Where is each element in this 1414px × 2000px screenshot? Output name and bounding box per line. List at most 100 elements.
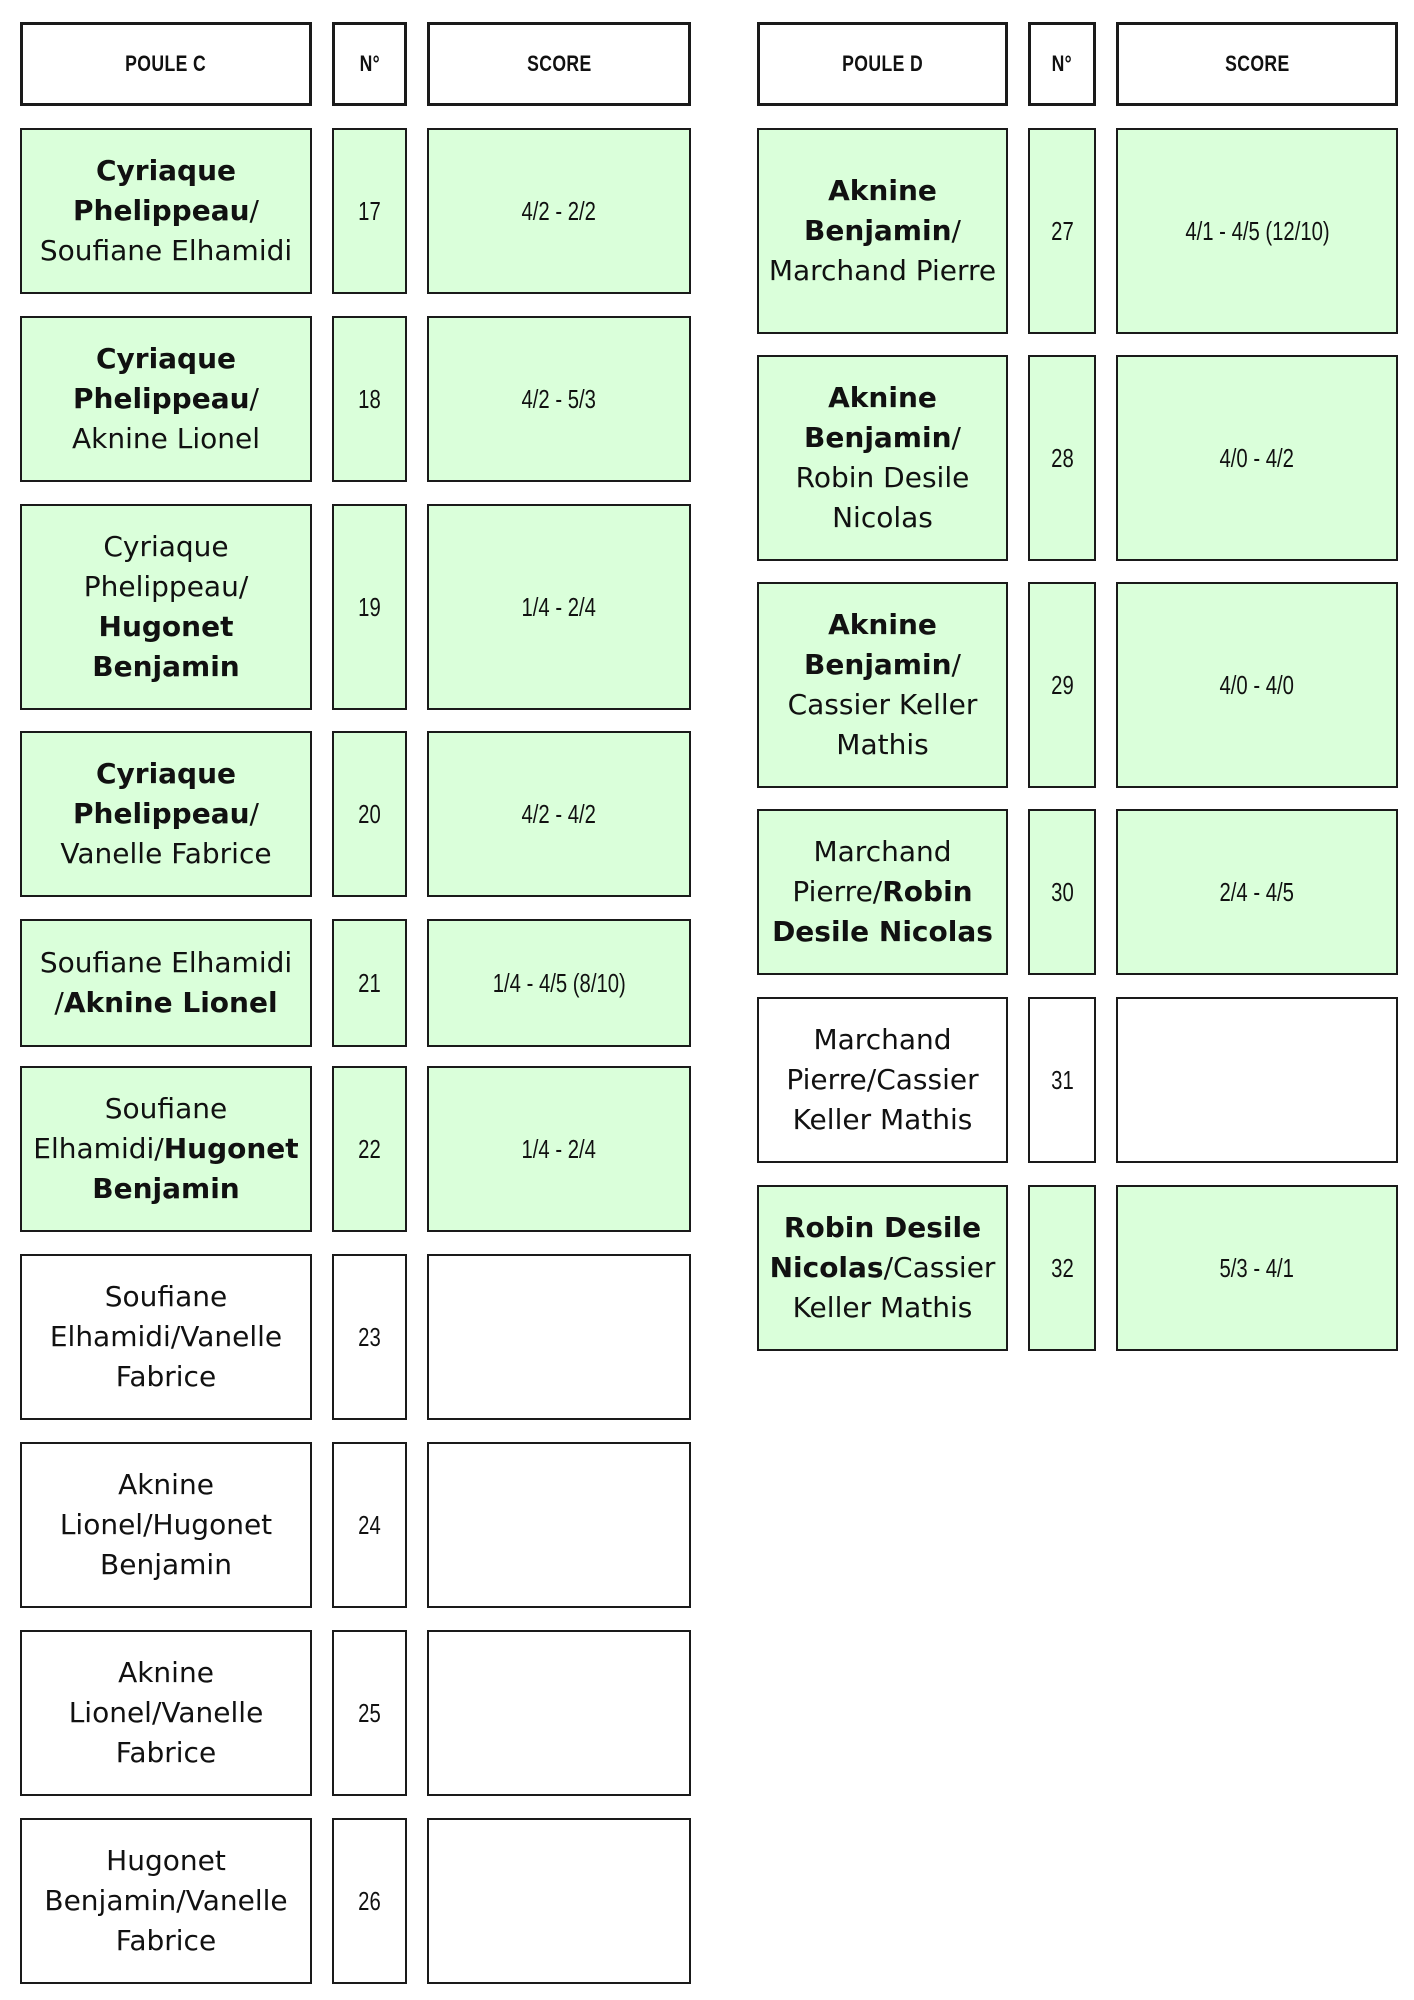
match-number-text: 21 (358, 967, 381, 998)
match-number-text: 17 (358, 195, 381, 226)
match-score-text: 1/4 - 4/5 (8/10) (492, 967, 626, 998)
match-number-text: 32 (1050, 1252, 1074, 1283)
player-name: / Cassier Keller Mathis (787, 648, 978, 761)
players-label: Soufiane Elhamidi /Aknine Lionel (30, 943, 302, 1023)
match-number-text: 19 (358, 591, 381, 622)
winner-name: Robin Desile Nicolas (769, 1211, 982, 1284)
match-players-c: Soufiane Elhamidi /Aknine Lionel (20, 919, 312, 1047)
winner-name: Hugonet Benjamin (92, 610, 240, 683)
match-number-c: 22 (332, 1066, 407, 1232)
players-label: Aknine Benjamin/ Robin Desile Nicolas (767, 378, 998, 538)
header-poule-c: POULE C (20, 22, 312, 106)
players-label: Aknine Lionel/Vanelle Fabrice (30, 1653, 302, 1773)
header-score-d: SCORE (1116, 22, 1398, 106)
header-poule-d: POULE D (757, 22, 1008, 106)
match-number-text: 26 (358, 1885, 381, 1916)
winner-name: Aknine Benjamin (804, 174, 952, 247)
match-number-text: 28 (1050, 442, 1074, 473)
match-players-c: Aknine Lionel/Vanelle Fabrice (20, 1630, 312, 1796)
match-number-text: 23 (358, 1321, 381, 1352)
match-score-c: 4/2 - 2/2 (427, 128, 691, 294)
match-score-d: 4/0 - 4/2 (1116, 355, 1398, 561)
player-name: Cyriaque Phelippeau/ (83, 530, 249, 603)
match-players-c: Cyriaque Phelippeau/ Vanelle Fabrice (20, 731, 312, 897)
players-label: Aknine Lionel/Hugonet Benjamin (30, 1465, 302, 1585)
players-label: Soufiane Elhamidi/Hugonet Benjamin (30, 1089, 302, 1209)
winner-name: Cyriaque Phelippeau (73, 342, 250, 415)
match-number-text: 24 (358, 1509, 381, 1540)
match-score-d: 4/1 - 4/5 (12/10) (1116, 128, 1398, 334)
winner-name: Cyriaque Phelippeau (73, 154, 250, 227)
match-score-text: 4/0 - 4/0 (1219, 669, 1295, 700)
match-score-d: 4/0 - 4/0 (1116, 582, 1398, 788)
match-number-c: 17 (332, 128, 407, 294)
match-score-d (1116, 997, 1398, 1163)
match-number-text: 22 (358, 1133, 381, 1164)
match-number-text: 30 (1050, 876, 1074, 907)
match-number-d: 28 (1028, 355, 1096, 561)
player-name: Soufiane Elhamidi/ (33, 1092, 228, 1165)
match-number-c: 25 (332, 1630, 407, 1796)
match-score-text: 4/2 - 2/2 (521, 195, 597, 226)
match-players-d: Marchand Pierre/Cassier Keller Mathis (757, 997, 1008, 1163)
players-label: Soufiane Elhamidi/Vanelle Fabrice (30, 1277, 302, 1397)
match-players-c: Aknine Lionel/Hugonet Benjamin (20, 1442, 312, 1608)
match-number-c: 20 (332, 731, 407, 897)
players-label: Marchand Pierre/Cassier Keller Mathis (767, 1020, 998, 1140)
match-number-c: 19 (332, 504, 407, 710)
match-players-c: Soufiane Elhamidi/Vanelle Fabrice (20, 1254, 312, 1420)
match-number-d: 32 (1028, 1185, 1096, 1351)
match-players-d: Marchand Pierre/Robin Desile Nicolas (757, 809, 1008, 975)
player-name: / Marchand Pierre (768, 214, 997, 287)
winner-name: Aknine Lionel (63, 986, 278, 1019)
match-score-d: 2/4 - 4/5 (1116, 809, 1398, 975)
players-label: Robin Desile Nicolas/Cassier Keller Math… (767, 1208, 998, 1328)
match-players-d: Aknine Benjamin/ Cassier Keller Mathis (757, 582, 1008, 788)
match-number-text: 31 (1050, 1064, 1074, 1095)
match-score-c: 4/2 - 4/2 (427, 731, 691, 897)
player-name: Aknine Lionel/Vanelle Fabrice (68, 1656, 264, 1769)
players-label: Cyriaque Phelippeau/ Vanelle Fabrice (30, 754, 302, 874)
player-name: / Soufiane Elhamidi (39, 194, 293, 267)
match-score-d: 5/3 - 4/1 (1116, 1185, 1398, 1351)
match-players-c: Cyriaque Phelippeau/ Soufiane Elhamidi (20, 128, 312, 294)
match-number-text: 25 (358, 1697, 381, 1728)
player-name: / Aknine Lionel (71, 382, 261, 455)
match-number-c: 18 (332, 316, 407, 482)
match-score-c (427, 1442, 691, 1608)
match-score-c (427, 1254, 691, 1420)
match-number-d: 27 (1028, 128, 1096, 334)
match-score-text: 4/0 - 4/2 (1219, 442, 1295, 473)
match-number-c: 23 (332, 1254, 407, 1420)
match-number-text: 27 (1050, 215, 1074, 246)
player-name: /Cassier Keller Mathis (792, 1251, 996, 1324)
players-label: Marchand Pierre/Robin Desile Nicolas (767, 832, 998, 952)
match-number-d: 30 (1028, 809, 1096, 975)
winner-name: Robin Desile Nicolas (772, 875, 993, 948)
players-label: Aknine Benjamin/ Cassier Keller Mathis (767, 605, 998, 765)
players-label: Aknine Benjamin/ Marchand Pierre (767, 171, 998, 291)
match-score-text: 4/2 - 5/3 (521, 383, 597, 414)
winner-name: Aknine Benjamin (804, 608, 952, 681)
match-number-c: 26 (332, 1818, 407, 1984)
player-name: / Vanelle Fabrice (60, 797, 272, 870)
header-number-d: N° (1028, 22, 1096, 106)
match-score-c (427, 1630, 691, 1796)
match-number-text: 18 (358, 383, 381, 414)
match-score-c (427, 1818, 691, 1984)
match-players-c: Hugonet Benjamin/Vanelle Fabrice (20, 1818, 312, 1984)
match-players-d: Aknine Benjamin/ Robin Desile Nicolas (757, 355, 1008, 561)
winner-name: Hugonet Benjamin (92, 1132, 299, 1205)
match-number-c: 21 (332, 919, 407, 1047)
players-label: Hugonet Benjamin/Vanelle Fabrice (30, 1841, 302, 1961)
match-score-c: 1/4 - 2/4 (427, 1066, 691, 1232)
players-label: Cyriaque Phelippeau/ Soufiane Elhamidi (30, 151, 302, 271)
match-players-d: Aknine Benjamin/ Marchand Pierre (757, 128, 1008, 334)
match-score-text: 4/2 - 4/2 (521, 798, 597, 829)
match-players-c: Cyriaque Phelippeau/ Aknine Lionel (20, 316, 312, 482)
match-score-text: 4/1 - 4/5 (12/10) (1184, 215, 1330, 246)
players-label: Cyriaque Phelippeau/ Hugonet Benjamin (30, 527, 302, 687)
player-name: Marchand Pierre/ (792, 835, 952, 908)
player-name: Aknine Lionel/Hugonet Benjamin (59, 1468, 273, 1581)
